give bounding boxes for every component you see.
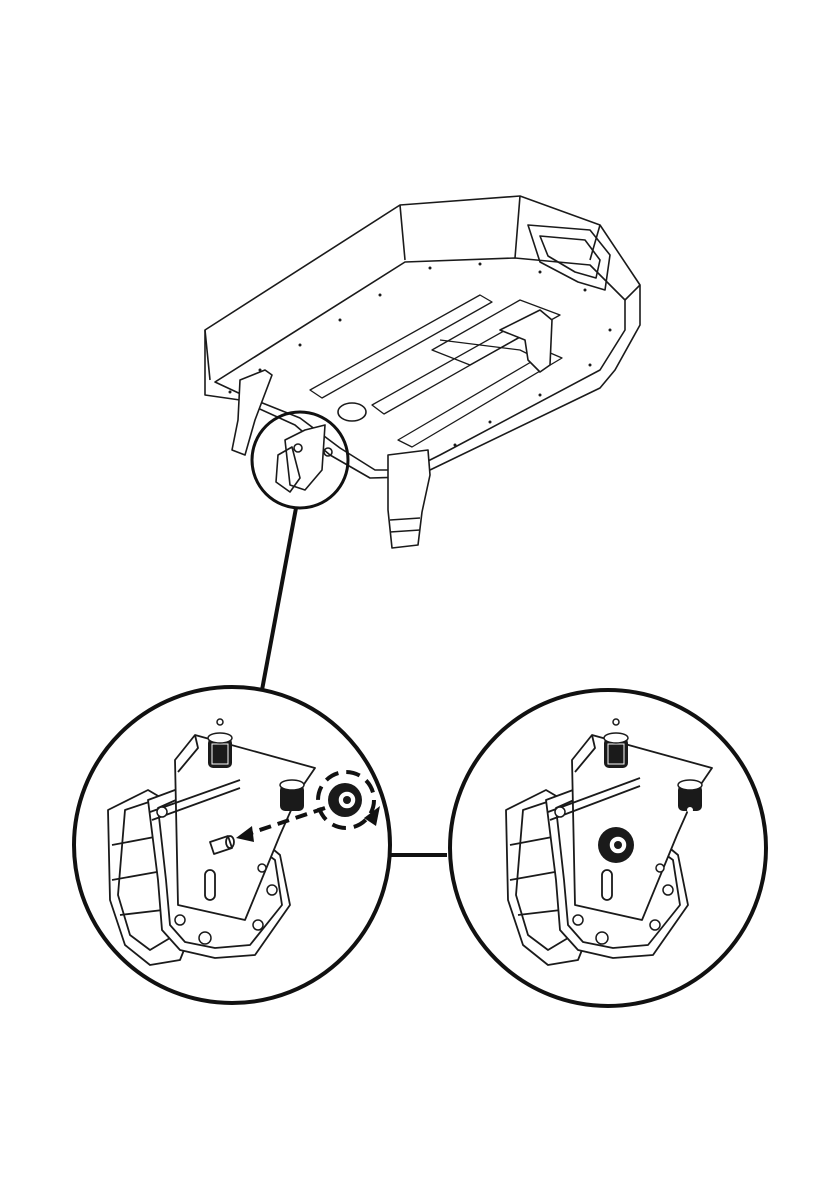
knurled-knob-right: [280, 780, 304, 811]
zoom-leader-line: [262, 508, 296, 690]
cabinet-bottom-view: [205, 196, 640, 548]
leg-front: [388, 450, 430, 548]
detail-step-2: [450, 690, 766, 1006]
knurled-knob-right-2: [678, 780, 702, 813]
loose-knob: [328, 783, 362, 817]
installed-knob: [598, 827, 634, 863]
detail-step-1: [74, 687, 390, 1003]
mount-area: [276, 425, 332, 492]
